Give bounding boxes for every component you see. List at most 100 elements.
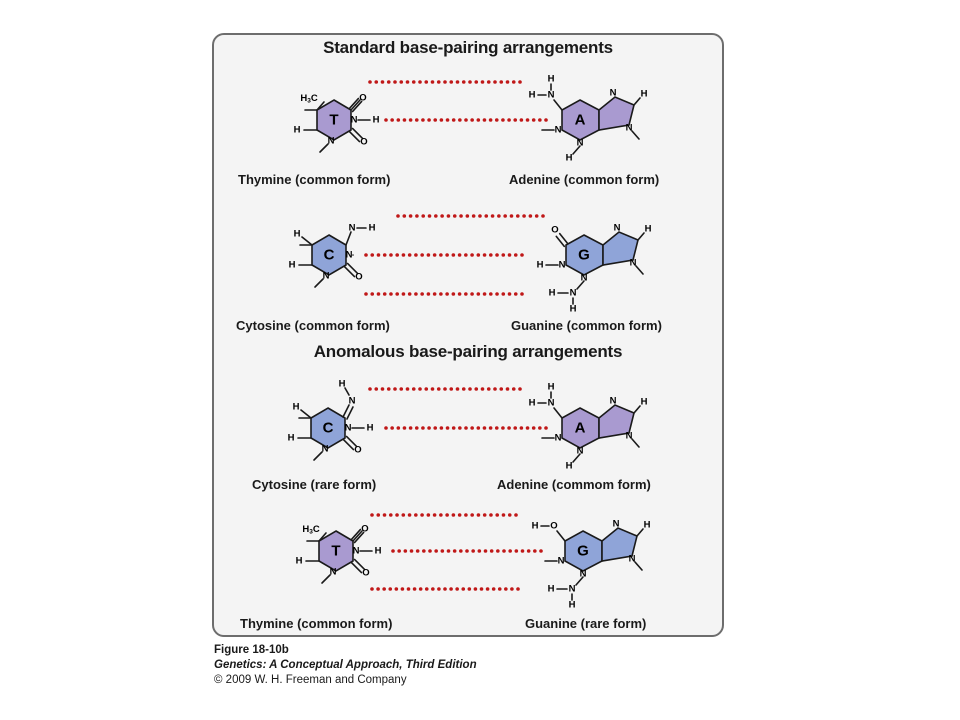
pyrimidine-4-o2-atom: O xyxy=(362,568,369,579)
purine-3-n1-atom: N xyxy=(555,433,562,444)
purine-2-n2-atom: N xyxy=(570,288,577,299)
hydrogen-bond-dot xyxy=(424,80,429,84)
hydrogen-bond-dot xyxy=(510,587,514,591)
caption-guanine-common: Guanine (common form) xyxy=(511,318,662,333)
purine-3-n9-atom: N xyxy=(626,431,633,442)
pyrimidine-4-n1-atom: N xyxy=(330,567,337,578)
hydrogen-bond-dot xyxy=(465,549,469,553)
purine-3-c2-h-atom: H xyxy=(566,461,573,472)
pyrimidine-2-o2-atom: O xyxy=(355,272,362,283)
pyrimidine-3-c4-n-double-bond xyxy=(342,404,350,418)
hydrogen-bond-dot xyxy=(427,214,432,218)
hydrogen-bond-dot xyxy=(364,292,368,296)
purine-2-c8-h-bond xyxy=(637,232,645,241)
hydrogen-bond-dot xyxy=(513,426,518,430)
hydrogen-bond-dot xyxy=(511,387,516,391)
hydrogen-bond-dot xyxy=(455,80,460,84)
hydrogen-bond-dot xyxy=(480,387,485,391)
caption-adenine-commom: Adenine (commom form) xyxy=(497,477,651,492)
hydrogen-bond-dot xyxy=(397,549,401,553)
hydrogen-bond-dot xyxy=(388,513,393,517)
hydrogen-bond-dot xyxy=(473,587,478,591)
hydrogen-bond-dot xyxy=(459,214,463,218)
hydrogen-bond-dot xyxy=(495,253,499,257)
hydrogen-bond-dot xyxy=(376,292,381,296)
pyrimidine-3-n4-h-bond xyxy=(344,387,350,396)
hydrogen-bond-dot xyxy=(476,253,481,257)
purine-1-c2-bond xyxy=(572,145,581,155)
hydrogen-bond-dot xyxy=(458,118,462,122)
pyrimidine-3-c2-o-double-bond xyxy=(342,438,355,451)
hydrogen-bond-dot xyxy=(408,118,413,122)
pyrimidine-3-n4-atom: N xyxy=(349,396,356,407)
pyrimidine-2-n4-atom: N xyxy=(349,223,356,234)
caption-cytosine-rare: Cytosine (rare form) xyxy=(252,477,377,492)
hydrogen-bond-dot xyxy=(436,80,441,84)
pyrimidine-1-c2-o-double-bond xyxy=(348,130,361,143)
hydrogen-bond-3a xyxy=(368,387,522,391)
pyrimidine-1-n3-atom: N xyxy=(351,115,358,126)
pyrimidine-2-n1-sugar-bond xyxy=(314,278,324,288)
hydrogen-bond-dot xyxy=(395,513,399,517)
hydrogen-bond-dot xyxy=(490,214,495,218)
hydrogen-bond-dot xyxy=(470,426,474,430)
hydrogen-bond-dot xyxy=(445,426,450,430)
hydrogen-bond-dot xyxy=(507,118,511,122)
heading-anomalous: Anomalous base-pairing arrangements xyxy=(313,342,623,361)
hydrogen-bond-dot xyxy=(468,80,472,84)
pyrimidine-1-c4-o-double-bond xyxy=(351,100,363,113)
hydrogen-bond-dot xyxy=(386,80,391,84)
hydrogen-bond-dot xyxy=(364,253,368,257)
purine-3-c8-h-atom: H xyxy=(641,397,648,408)
hydrogen-bond-dot xyxy=(457,513,462,517)
hydrogen-bond-2c xyxy=(364,292,524,296)
pyrimidine-1-n1-atom: N xyxy=(328,136,335,147)
hydrogen-bond-dot xyxy=(432,253,437,257)
hydrogen-bond-dot xyxy=(478,214,482,218)
hydrogen-bond-4a xyxy=(370,513,518,517)
hydrogen-bond-dot xyxy=(455,587,459,591)
purine-4-n2-atom: N xyxy=(569,584,576,595)
hydrogen-bond-dot xyxy=(382,292,387,296)
hydrogen-bond-dot xyxy=(501,513,506,517)
hydrogen-bond-dot xyxy=(483,549,488,553)
purine-2-c2-bond xyxy=(576,280,585,290)
purine-3-five-ring xyxy=(598,404,635,439)
hydrogen-bond-dot xyxy=(424,587,429,591)
purine-4-c8-h-atom: H xyxy=(644,520,651,531)
hydrogen-bond-dot xyxy=(405,387,410,391)
pyrimidine-3-c4-n-double-bond xyxy=(346,406,354,420)
hydrogen-bond-dot xyxy=(407,292,412,296)
hydrogen-bond-dot xyxy=(522,214,526,218)
purine-4-n7-atom: N xyxy=(613,519,620,530)
purine-3-n6-atom: N xyxy=(548,398,555,409)
hydrogen-bond-dot xyxy=(368,387,372,391)
hydrogen-bond-dot xyxy=(439,426,444,430)
hydrogen-bond-dot xyxy=(514,513,518,517)
hydrogen-bond-dot xyxy=(394,587,399,591)
purine-1-c2-h-atom: H xyxy=(566,153,573,164)
pyrimidine-2-c4-n-bond xyxy=(345,231,352,246)
hydrogen-bond-dot xyxy=(495,292,499,296)
hydrogen-bond-dot xyxy=(476,292,481,296)
hydrogen-bond-dot xyxy=(464,426,468,430)
hydrogen-bond-dot xyxy=(501,292,506,296)
hydrogen-bond-dot xyxy=(482,426,487,430)
hydrogen-bond-dot xyxy=(538,426,542,430)
pyrimidine-4-methyl-bond xyxy=(318,532,327,542)
hydrogen-bond-dot xyxy=(493,387,497,391)
purine-4-n9-atom: N xyxy=(629,554,636,565)
figure-credits: Figure 18-10b Genetics: A Conceptual App… xyxy=(214,643,477,688)
hydrogen-bond-dot xyxy=(401,513,406,517)
hydrogen-bond-dot xyxy=(443,80,447,84)
copyright-line: © 2009 W. H. Freeman and Company xyxy=(214,674,407,686)
hydrogen-bond-dot xyxy=(376,513,381,517)
purine-1-n9-atom: N xyxy=(626,123,633,134)
hydrogen-bond-dot xyxy=(402,118,407,122)
hydrogen-bond-dot xyxy=(406,587,411,591)
hydrogen-bond-dot xyxy=(434,214,438,218)
purine-3-n6-h1-atom: H xyxy=(529,398,536,409)
hydrogen-bond-dot xyxy=(376,587,380,591)
hydrogen-bond-dot xyxy=(539,549,543,553)
